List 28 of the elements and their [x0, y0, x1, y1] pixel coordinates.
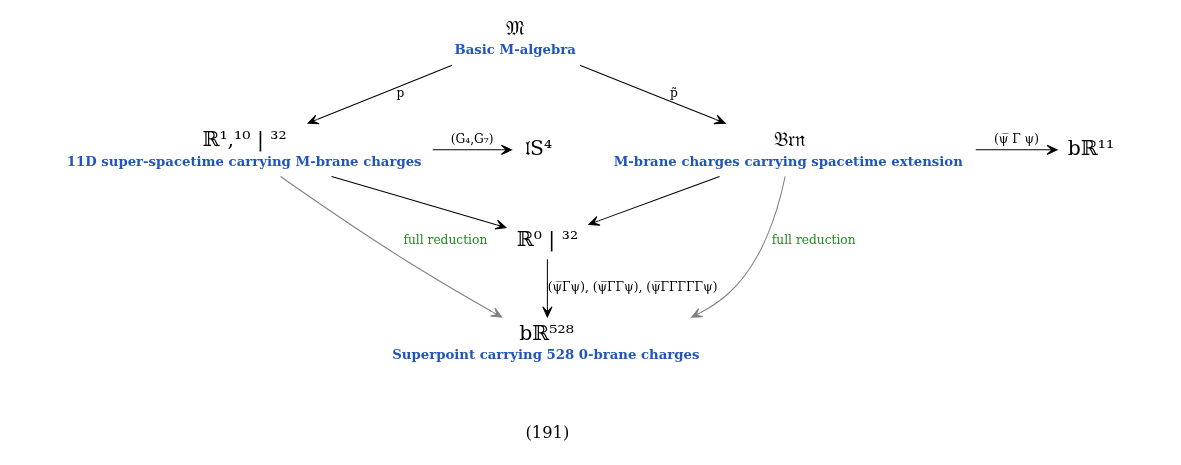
- node-label: Basic M-algebra: [454, 42, 576, 58]
- node-label: 11D super-spacetime carrying M-brane charges: [66, 153, 422, 169]
- arrow: [588, 175, 721, 226]
- node-text: 𝔅𝔯𝔫: [773, 126, 805, 151]
- node-label: M-brane charges carrying spacetime extension: [613, 153, 963, 169]
- label: (191): [525, 423, 570, 443]
- node-label: Superpoint carrying 528 0-brane charges: [392, 347, 700, 363]
- arrow: [280, 176, 503, 318]
- arrow: [307, 64, 453, 125]
- edge-label: p: [396, 86, 405, 101]
- node-text: bℝ¹¹: [1067, 135, 1115, 160]
- edge-label: full reduction: [771, 232, 856, 247]
- edge-label: (G₄,G₇): [450, 132, 494, 147]
- arrow: [331, 175, 507, 230]
- arrow: [432, 144, 513, 155]
- arrow: [542, 258, 553, 318]
- edge-label: (ψ̅Γψ), (ψ̅ΓΓψ), (ψ̅ΓΓΓΓΓψ): [547, 280, 718, 295]
- node-text: ℝ¹,¹⁰ | ³²: [202, 126, 287, 151]
- arrow: [691, 175, 786, 318]
- edge-label: (ψ̅ Γ ψ): [994, 132, 1040, 147]
- arrow: [975, 144, 1058, 155]
- edge-label: p̃: [669, 86, 678, 101]
- arrow: [579, 64, 726, 125]
- node-text: bℝ⁵²⁸: [519, 320, 574, 345]
- node-text: 𝔐: [506, 15, 525, 40]
- node-text: ℝ⁰ | ³²: [516, 226, 579, 251]
- edge-label: full reduction: [403, 232, 488, 247]
- node-text: 𝔩S⁴: [524, 135, 553, 160]
